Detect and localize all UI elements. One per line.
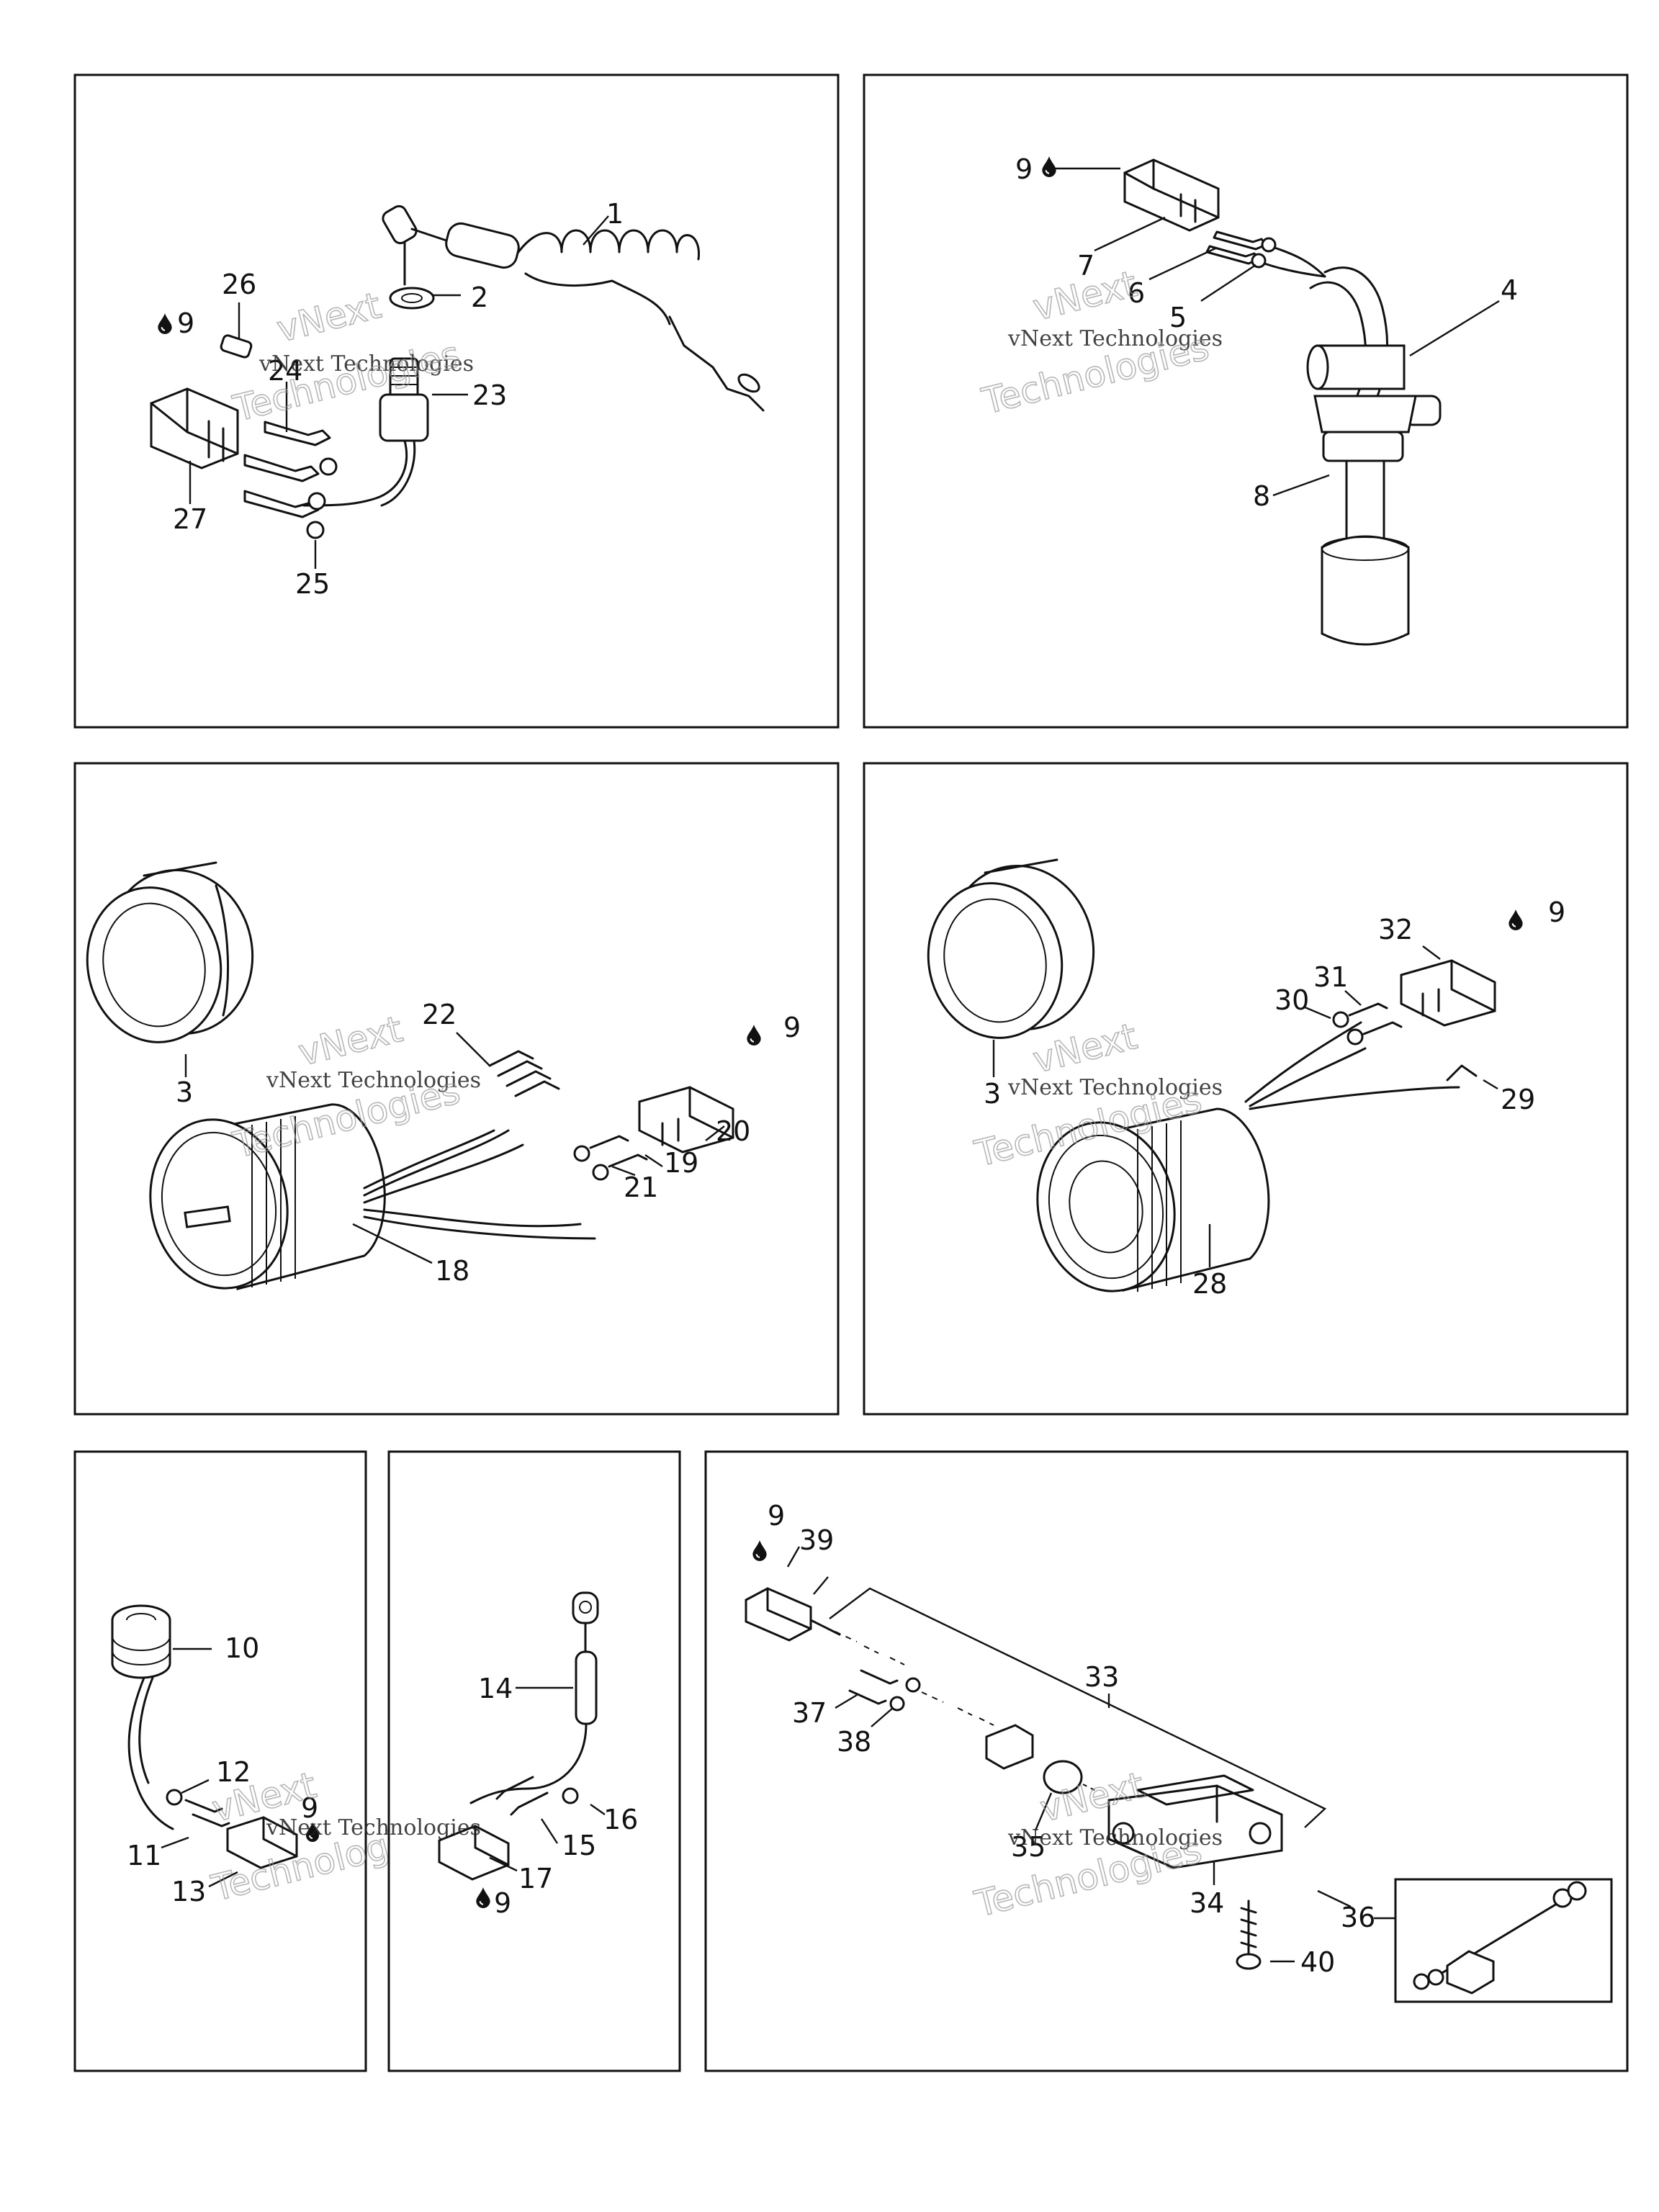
panel-b-frame xyxy=(863,73,1629,729)
panel-f-frame xyxy=(387,1450,681,2072)
watermark-ef: vNext Technologies xyxy=(266,1815,481,1840)
callout-16: 16 xyxy=(603,1804,638,1835)
callout-9: 9 xyxy=(494,1887,511,1919)
panel-b-labels: 9 7 6 5 4 8 xyxy=(1015,153,1518,512)
callout-23: 23 xyxy=(472,379,507,411)
callout-30: 30 xyxy=(1274,984,1309,1016)
callout-25: 25 xyxy=(295,568,330,600)
callout-19: 19 xyxy=(664,1147,698,1179)
panel-d-labels: 32 9 31 30 3 29 28 xyxy=(984,896,1565,1300)
callout-27: 27 xyxy=(173,503,207,535)
callout-35: 35 xyxy=(1011,1831,1046,1863)
panel-c-artwork xyxy=(86,861,734,1290)
panel-g-labels: 9 39 33 37 38 35 34 36 40 xyxy=(752,1500,1375,1978)
callout-36: 36 xyxy=(1341,1902,1375,1933)
callout-15: 15 xyxy=(562,1830,596,1861)
callout-31: 31 xyxy=(1313,961,1348,993)
callout-2: 2 xyxy=(471,282,488,313)
panel-a-leaders xyxy=(189,215,609,569)
callout-13: 13 xyxy=(171,1876,206,1907)
svg-text:vNext Technologies: vNext Technologies xyxy=(258,351,474,377)
panel-g-leaders xyxy=(786,1546,1395,1963)
panel-c: 22 9 3 20 19 21 18 vNext Technologies vN… xyxy=(73,762,840,1416)
callout-32: 32 xyxy=(1378,914,1413,945)
callout-11: 11 xyxy=(127,1840,161,1871)
callout-40: 40 xyxy=(1300,1946,1335,1978)
callout-6: 6 xyxy=(1128,277,1145,309)
callout-33: 33 xyxy=(1084,1661,1119,1693)
panel-f: 14 16 15 17 9 xyxy=(387,1450,681,2072)
panel-g-artwork xyxy=(745,1587,1613,2003)
callout-28: 28 xyxy=(1192,1268,1227,1300)
callout-21: 21 xyxy=(624,1172,658,1203)
panel-c-labels: 22 9 3 20 19 21 18 xyxy=(176,999,801,1287)
panel-c-frame xyxy=(73,762,840,1416)
callout-9: 9 xyxy=(1015,153,1033,185)
callout-22: 22 xyxy=(422,999,457,1030)
callout-38: 38 xyxy=(837,1726,871,1758)
callout-37: 37 xyxy=(792,1697,827,1729)
callout-9: 9 xyxy=(783,1012,801,1043)
panel-a: 1 2 26 9 24 23 27 25 vNext Technologies … xyxy=(73,73,840,729)
callout-18: 18 xyxy=(435,1255,469,1287)
panel-b-leaders xyxy=(1053,167,1500,497)
callout-14: 14 xyxy=(478,1673,513,1704)
panel-e-labels: 10 12 9 11 13 xyxy=(127,1632,320,1907)
panel-f-labels: 14 16 15 17 9 xyxy=(475,1673,638,1919)
callout-24: 24 xyxy=(268,355,302,387)
panel-a-labels: 1 2 26 9 24 23 27 25 xyxy=(157,198,624,600)
callout-3: 3 xyxy=(984,1078,1001,1110)
callout-7: 7 xyxy=(1077,250,1094,282)
panel-d-artwork xyxy=(927,858,1496,1292)
panel-d: 32 9 31 30 3 29 28 vNext Technologies vN… xyxy=(863,762,1629,1416)
svg-text:vNext Technologies: vNext Technologies xyxy=(1007,1825,1223,1851)
callout-34: 34 xyxy=(1190,1887,1224,1919)
callout-12: 12 xyxy=(216,1756,251,1788)
panel-f-leaders xyxy=(489,1686,606,1872)
callout-10: 10 xyxy=(225,1632,259,1664)
callout-8: 8 xyxy=(1253,480,1270,512)
panel-g: 9 39 33 37 38 35 34 36 40 vNext Technolo… xyxy=(704,1450,1629,2072)
panel-f-artwork xyxy=(438,1591,599,1881)
panel-e-leaders xyxy=(161,1647,238,1888)
callout-17: 17 xyxy=(518,1863,553,1894)
svg-text:vNext Technologies: vNext Technologies xyxy=(266,1068,481,1093)
callout-20: 20 xyxy=(716,1115,750,1147)
panel-d-leaders xyxy=(992,945,1498,1267)
callout-29: 29 xyxy=(1501,1084,1535,1115)
callout-3: 3 xyxy=(176,1076,193,1108)
panel-e-artwork xyxy=(111,1604,298,1869)
callout-9: 9 xyxy=(177,307,194,339)
panel-b-artwork xyxy=(1123,158,1442,646)
panel-b: 9 7 6 5 4 8 vNext Technologies vNext Tec… xyxy=(863,73,1629,729)
callout-26: 26 xyxy=(222,269,256,300)
callout-9: 9 xyxy=(768,1500,785,1532)
callout-9: 9 xyxy=(301,1792,318,1824)
callout-4: 4 xyxy=(1501,274,1518,306)
callout-9: 9 xyxy=(1548,896,1565,928)
svg-text:vNext Technologies: vNext Technologies xyxy=(1007,326,1223,351)
panel-a-artwork xyxy=(150,204,765,539)
callout-5: 5 xyxy=(1169,302,1187,333)
svg-text:vNext Technologies: vNext Technologies xyxy=(266,1815,481,1840)
callout-39: 39 xyxy=(799,1524,834,1556)
svg-text:vNext Technologies: vNext Technologies xyxy=(1007,1075,1223,1100)
panel-c-leaders xyxy=(184,1032,725,1264)
panel-e-frame xyxy=(73,1450,367,2072)
callout-1: 1 xyxy=(606,198,624,230)
panel-e: 10 12 9 11 13 vNext Technologies xyxy=(73,1450,443,2072)
